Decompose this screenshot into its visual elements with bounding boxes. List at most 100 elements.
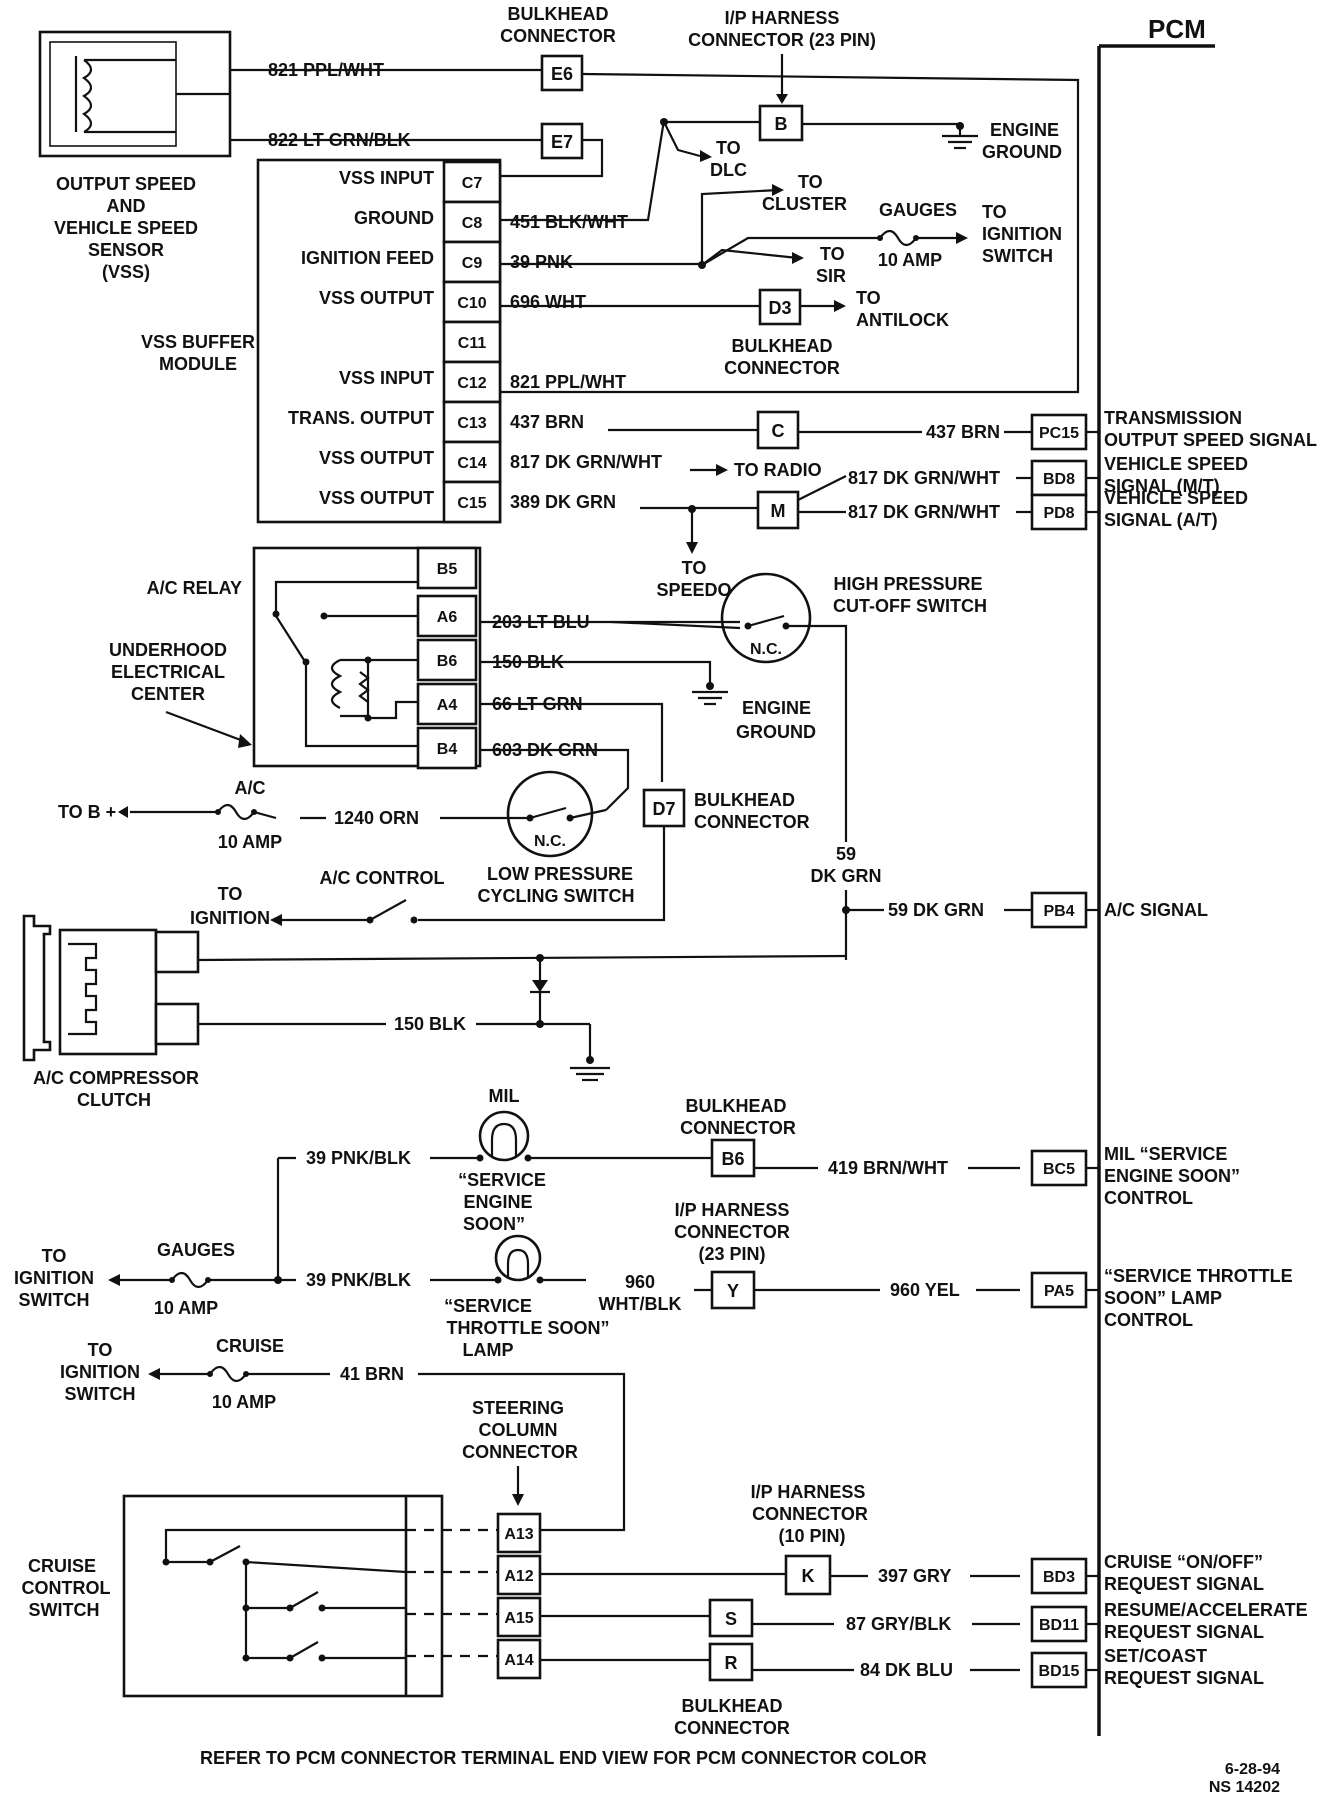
svg-text:TO: TO	[218, 884, 243, 904]
svg-text:GAUGES: GAUGES	[879, 200, 957, 220]
dest-sir: TO SIR	[816, 244, 846, 286]
ac-pin-a4	[416, 682, 478, 726]
svg-text:CONNECTOR: CONNECTOR	[500, 26, 616, 46]
vss-pin-wire: 451 BLK/WHT	[510, 212, 628, 232]
svg-text:CRUISE: CRUISE	[28, 1556, 96, 1576]
svg-text:(10 PIN): (10 PIN)	[778, 1526, 845, 1546]
fuse-gauges-label: GAUGES 10 AMP	[154, 1240, 235, 1318]
connector-s-label: S	[725, 1609, 737, 1629]
svg-text:ANTILOCK: ANTILOCK	[856, 310, 949, 330]
svg-text:CONTROL: CONTROL	[22, 1578, 111, 1598]
vss-pin-label: C7	[462, 175, 483, 192]
pcm-pin-desc: A/C SIGNAL	[1104, 900, 1208, 920]
wire-d7-ac-control	[418, 826, 666, 922]
vss-pin-function: VSS INPUT	[339, 368, 434, 388]
bulkhead-label-sr: BULKHEAD CONNECTOR	[674, 1696, 790, 1738]
connector-r-label: R	[725, 1653, 738, 1673]
vss-pin-label: C14	[457, 455, 486, 472]
cruise-switch-internals	[162, 1528, 498, 1662]
svg-text:“SERVICE: “SERVICE	[458, 1170, 546, 1190]
svg-text:CLUSTER: CLUSTER	[762, 194, 847, 214]
fuse-gauges-top-label: GAUGES 10 AMP	[878, 200, 957, 270]
cruise-switch-label: CRUISE CONTROL SWITCH	[22, 1556, 111, 1620]
pcm-pin-wire: 87 GRY/BLK	[846, 1614, 951, 1634]
connector-k	[784, 1554, 832, 1596]
ac-relay-label: A/C RELAY	[147, 578, 242, 598]
svg-text:SOON”: SOON”	[463, 1214, 525, 1234]
svg-text:CONNECTOR: CONNECTOR	[752, 1504, 868, 1524]
svg-text:59: 59	[836, 844, 856, 864]
svg-text:BULKHEAD: BULKHEAD	[508, 4, 609, 24]
pcm-pin-desc: SIGNAL (M/T)	[1104, 476, 1220, 496]
pcm-pin-wire: 59 DK GRN	[888, 900, 984, 920]
pcm-pin-desc: TRANSMISSION	[1104, 408, 1242, 428]
vss-pin-wire: 696 WHT	[510, 292, 586, 312]
engine-ground-ac: ENGINE GROUND	[736, 698, 816, 742]
pcm-pin-wire: 397 GRY	[878, 1566, 951, 1586]
vss-pin-function: VSS OUTPUT	[319, 488, 434, 508]
svg-text:CONNECTOR: CONNECTOR	[462, 1442, 578, 1462]
wire-41-brn: 41 BRN	[340, 1364, 404, 1384]
svg-text:10 AMP: 10 AMP	[878, 250, 942, 270]
connector-b-label: B	[775, 114, 788, 134]
wire-clutch-59	[197, 954, 847, 962]
pcm-pin-label: PD8	[1043, 505, 1074, 522]
vss-pin-c11	[442, 320, 502, 364]
svg-text:ENGINE: ENGINE	[990, 120, 1059, 140]
fuse-ac	[217, 803, 255, 821]
footer-note: REFER TO PCM CONNECTOR TERMINAL END VIEW…	[200, 1748, 927, 1768]
ac-relay-internals	[272, 580, 418, 748]
fuse-cruise-label: CRUISE 10 AMP	[212, 1336, 284, 1412]
svg-text:WHT/BLK: WHT/BLK	[599, 1294, 682, 1314]
connector-d3-label: D3	[768, 298, 791, 318]
svg-text:CLUTCH: CLUTCH	[77, 1090, 151, 1110]
svg-text:TO: TO	[716, 138, 741, 158]
pcm-pin-desc: REQUEST SIGNAL	[1104, 1574, 1264, 1594]
svg-text:I/P HARNESS: I/P HARNESS	[725, 8, 840, 28]
svg-text:CONNECTOR: CONNECTOR	[674, 1718, 790, 1738]
dest-speedo: TO SPEEDO	[656, 558, 731, 600]
bulkhead-label-d7: BULKHEAD CONNECTOR	[694, 790, 810, 832]
svg-text:“SERVICE: “SERVICE	[444, 1296, 532, 1316]
wire-960-label: 960 WHT/BLK	[599, 1272, 682, 1314]
svg-text:TO: TO	[88, 1340, 113, 1360]
svg-text:STEERING: STEERING	[472, 1398, 564, 1418]
pcm-pin-wire: 437 BRN	[926, 422, 1000, 442]
svg-text:CONNECTOR: CONNECTOR	[674, 1222, 790, 1242]
vss-pin-function: GROUND	[354, 208, 434, 228]
vss-pin-wire: 817 DK GRN/WHT	[510, 452, 662, 472]
svg-text:TO: TO	[856, 288, 881, 308]
dest-bplus: TO B +	[58, 802, 116, 822]
svg-text:10 AMP: 10 AMP	[218, 832, 282, 852]
connector-y-label: Y	[727, 1281, 739, 1301]
svg-text:I/P HARNESS: I/P HARNESS	[675, 1200, 790, 1220]
wire-451-ground	[500, 119, 666, 222]
pcm-pin-wire: 817 DK GRN/WHT	[848, 468, 1000, 488]
fuse-cruise	[209, 1365, 247, 1383]
pcm-pin-bd3	[1030, 1557, 1088, 1595]
bulkhead-label-top: BULKHEAD CONNECTOR	[500, 4, 616, 46]
cruise-pin-a14	[496, 1638, 542, 1680]
vss-pin-label: C15	[457, 495, 486, 512]
wire-66-lt-grn	[480, 702, 664, 782]
svg-text:BULKHEAD: BULKHEAD	[694, 790, 795, 810]
pcm-pin-desc: RESUME/ACCELERATE	[1104, 1600, 1308, 1620]
pcm-pin-label: BD8	[1043, 471, 1075, 488]
lp-switch-label: LOW PRESSURE CYCLING SWITCH	[478, 864, 635, 906]
vss-pin-label: C9	[462, 255, 483, 272]
vss-pin-label: C10	[457, 295, 486, 312]
dest-ignition-gauges: TO IGNITION SWITCH	[14, 1246, 94, 1310]
svg-text:SIR: SIR	[816, 266, 846, 286]
pcm-pin-desc: OUTPUT SPEED SIGNAL	[1104, 430, 1317, 450]
connector-e6	[540, 54, 584, 92]
pcm-pin-desc: CONTROL	[1104, 1310, 1193, 1330]
connector-s	[708, 1598, 754, 1638]
svg-text:A/C: A/C	[235, 778, 266, 798]
pcm-pin-bd11	[1030, 1605, 1088, 1643]
cruise-pin-a15	[496, 1596, 542, 1638]
ac-pin-label: A4	[437, 697, 458, 714]
connector-e7-label: E7	[551, 132, 573, 152]
